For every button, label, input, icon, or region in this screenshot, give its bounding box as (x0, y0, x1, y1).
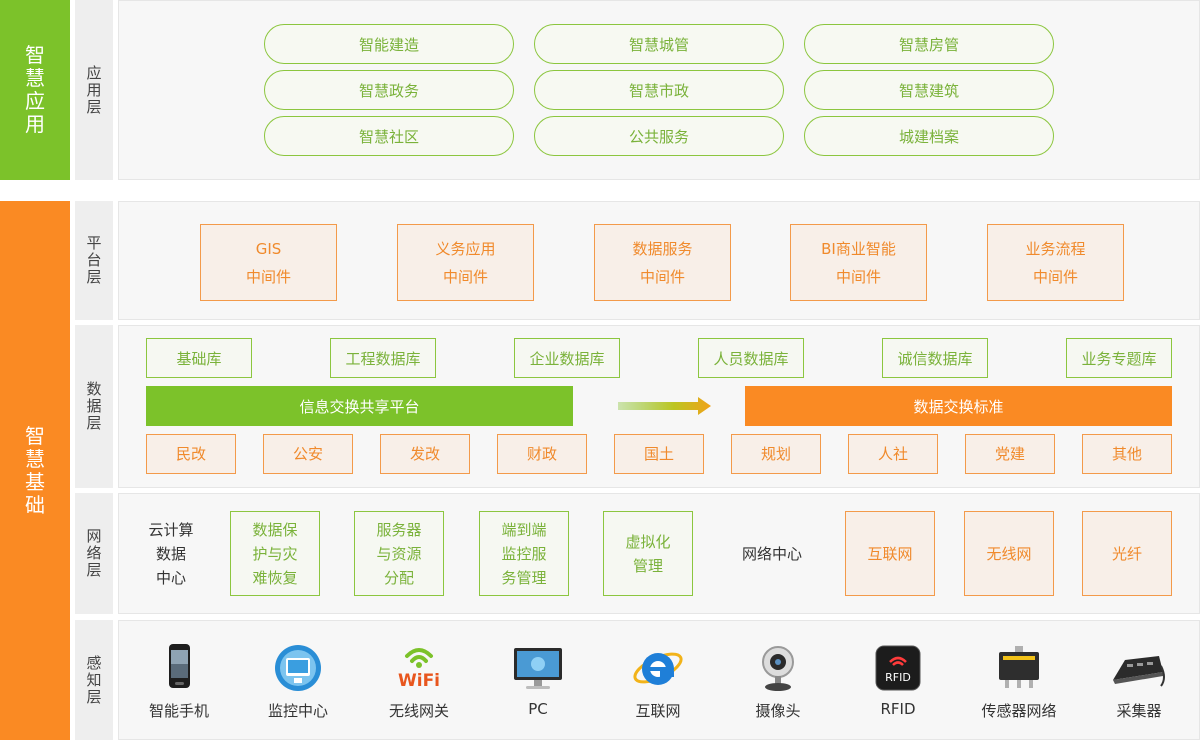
database-box: 基础库 (146, 338, 252, 378)
device-rfid: RFID RFID (853, 642, 943, 718)
sidebar-char: 用 (25, 112, 45, 136)
device-label: 互联网 (635, 702, 681, 720)
department-box: 人社 (848, 434, 938, 474)
monitor-center-icon (275, 645, 321, 691)
cloud-item-box: 数据保护与灾难恢复 (230, 511, 320, 596)
department-box: 财政 (497, 434, 587, 474)
cloud-item-box: 服务器与资源分配 (354, 511, 444, 596)
svg-text:WiFi: WiFi (398, 671, 440, 691)
device-label: 摄像头 (755, 702, 801, 720)
device-label: 智能手机 (148, 702, 209, 720)
device-smartphone: 智能手机 (134, 642, 224, 721)
sidebar-char: 智 (25, 43, 45, 67)
device-label: 监控中心 (267, 702, 328, 720)
sensor-chip-icon (999, 646, 1039, 688)
network-item-box: 无线网 (964, 511, 1054, 596)
sidebar-smart-foundation: 智 慧 基 础 (0, 201, 70, 740)
wifi-icon: WiFi (398, 648, 440, 691)
database-box: 诚信数据库 (882, 338, 988, 378)
device-pc: PC (493, 642, 583, 718)
app-item: 智慧城管 (534, 24, 784, 64)
layer-label-network: 网络层 (75, 493, 113, 614)
device-label: PC (528, 700, 548, 718)
platform-middleware: 义务应用中间件 (397, 224, 534, 301)
app-item: 公共服务 (534, 116, 784, 156)
internet-explorer-icon (633, 652, 683, 685)
department-box: 党建 (965, 434, 1055, 474)
device-label: 采集器 (1116, 702, 1162, 720)
device-collector: 采集器 (1094, 642, 1184, 721)
layer-label-application: 应用层 (75, 0, 113, 180)
data-exchange-standard-bar: 数据交换标准 (745, 386, 1172, 426)
department-box: 国土 (614, 434, 704, 474)
sidebar-char: 智 (25, 423, 45, 448)
device-webcam: 摄像头 (733, 642, 823, 721)
device-label: RFID (880, 700, 916, 718)
department-box: 发改 (380, 434, 470, 474)
device-monitor-center: 监控中心 (253, 642, 343, 721)
arrow-right-icon (618, 397, 711, 415)
layer-label-data: 数据层 (75, 325, 113, 488)
sidebar-char: 础 (25, 492, 45, 517)
app-item: 智慧政务 (264, 70, 514, 110)
layer-label-platform: 平台层 (75, 201, 113, 320)
sidebar-char: 基 (25, 469, 45, 494)
app-item: 智能建造 (264, 24, 514, 64)
app-item: 城建档案 (804, 116, 1054, 156)
database-box: 工程数据库 (330, 338, 436, 378)
database-box: 人员数据库 (698, 338, 804, 378)
app-item: 智慧市政 (534, 70, 784, 110)
app-item: 智慧房管 (804, 24, 1054, 64)
network-item-box: 互联网 (845, 511, 935, 596)
department-box: 其他 (1082, 434, 1172, 474)
sidebar-char: 慧 (25, 66, 45, 90)
collector-device-icon (1113, 656, 1165, 687)
sidebar-char: 应 (25, 89, 45, 113)
svg-text:RFID: RFID (885, 671, 911, 684)
platform-middleware: 数据服务中间件 (594, 224, 731, 301)
device-label: 无线网关 (388, 702, 449, 720)
platform-middleware: 业务流程中间件 (987, 224, 1124, 301)
device-sensor-network: 传感器网络 (974, 642, 1064, 721)
department-box: 民改 (146, 434, 236, 474)
cloud-item-box: 虚拟化管理 (603, 511, 693, 596)
department-box: 规划 (731, 434, 821, 474)
database-box: 业务专题库 (1066, 338, 1172, 378)
app-item: 智慧社区 (264, 116, 514, 156)
network-center-label: 网络中心 (741, 545, 802, 563)
app-item: 智慧建筑 (804, 70, 1054, 110)
device-label: 传感器网络 (981, 702, 1057, 720)
cloud-data-center-label: 云计算 数据 中心 (148, 521, 194, 587)
webcam-icon (762, 646, 794, 691)
layer-label-sensing: 感知层 (75, 620, 113, 740)
platform-middleware: BI商业智能中间件 (790, 224, 927, 301)
network-item-box: 光纤 (1082, 511, 1172, 596)
pc-monitor-icon (514, 648, 562, 689)
smartphone-icon (169, 644, 190, 688)
database-box: 企业数据库 (514, 338, 620, 378)
sidebar-char: 慧 (25, 446, 45, 471)
cloud-item-box: 端到端监控服务管理 (479, 511, 569, 596)
rfid-icon: RFID (875, 645, 921, 691)
info-exchange-platform-bar: 信息交换共享平台 (146, 386, 573, 426)
device-wireless-gateway: WiFi 无线网关 (374, 642, 464, 721)
department-box: 公安 (263, 434, 353, 474)
device-internet: 互联网 (613, 642, 703, 721)
sidebar-smart-application: 智 慧 应 用 (0, 0, 70, 180)
